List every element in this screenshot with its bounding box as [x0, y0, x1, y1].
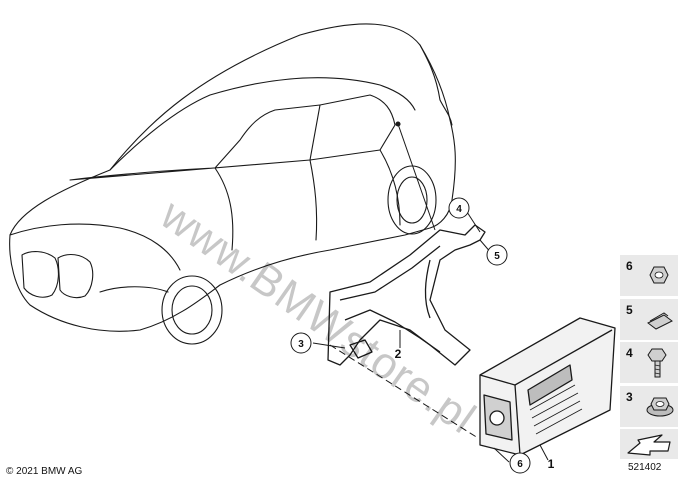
svg-text:6: 6	[517, 459, 523, 470]
arrow-icon	[627, 434, 671, 456]
clip-nut-icon	[647, 312, 673, 330]
svg-text:1: 1	[548, 457, 555, 471]
car-leader-line	[397, 123, 436, 231]
callout-1: 1	[548, 457, 555, 471]
svg-text:3: 3	[298, 339, 304, 350]
callout-2: 2	[395, 347, 402, 361]
legend-item-5: 5	[620, 299, 678, 340]
legend-number: 3	[626, 390, 633, 404]
alignment-dashed-line	[329, 344, 479, 439]
legend-item-6: 6	[620, 255, 678, 296]
car-outline	[9, 23, 456, 345]
legend-number: 5	[626, 303, 633, 317]
view-direction-tile	[620, 429, 678, 459]
flange-nut-icon	[646, 397, 674, 417]
legend-number: 6	[626, 259, 633, 273]
hex-nut-icon	[649, 266, 669, 284]
legend-item-3: 3	[620, 386, 678, 427]
svg-text:2: 2	[395, 347, 402, 361]
svg-text:4: 4	[456, 204, 462, 215]
callout-3: 3	[290, 332, 312, 354]
legend-number: 4	[626, 346, 633, 360]
legend-item-4: 4	[620, 342, 678, 383]
callout-6: 6	[509, 452, 531, 474]
callout-5: 5	[486, 244, 508, 266]
bracket-part	[327, 224, 486, 366]
copyright-text: © 2021 BMW AG	[6, 466, 83, 477]
diagram-reference-number: 521402	[628, 462, 662, 473]
hex-bolt-icon	[647, 348, 667, 378]
control-unit-part	[479, 317, 616, 456]
callout-4: 4	[448, 197, 470, 219]
svg-text:5: 5	[494, 251, 500, 262]
